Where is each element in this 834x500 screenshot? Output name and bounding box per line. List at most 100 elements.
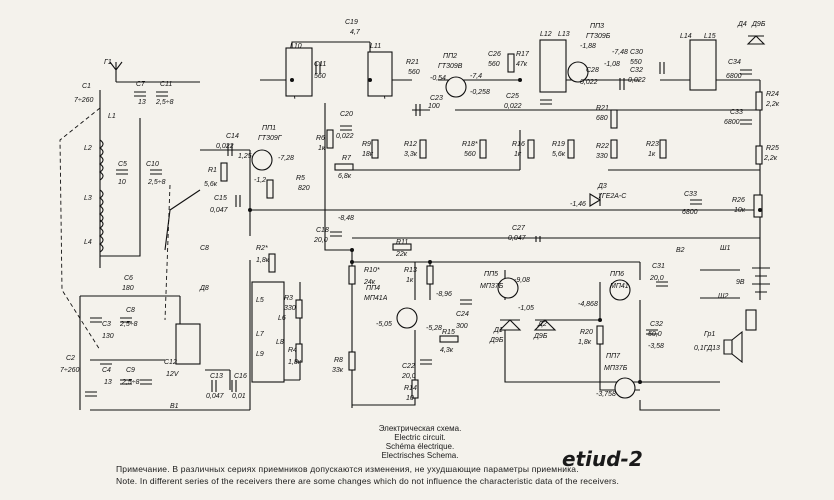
label-c7-value: 13 xyxy=(138,99,146,106)
label-c14: C14 xyxy=(226,133,239,140)
brand-logo: etiud-2 xyxy=(562,447,643,471)
label-d2-type: Д9Б xyxy=(533,333,548,340)
wiring xyxy=(79,41,761,411)
label-c25-value: 0,022 xyxy=(504,103,522,110)
label-sh2: Ш2 xyxy=(718,293,728,300)
label-v188: -1,88 xyxy=(580,43,596,50)
label-r17: R17 xyxy=(516,51,530,58)
label-v4868: -4,868 xyxy=(578,301,598,308)
label-pp7: ПП7 xyxy=(606,353,621,360)
label-c10: C10 xyxy=(146,161,159,168)
label-c15-value: 0,047 xyxy=(210,207,229,214)
label-d2: Д2 xyxy=(537,321,547,328)
label-r21-value: 560 xyxy=(408,69,420,76)
label-r4: R4 xyxy=(288,347,297,354)
label-c2: C2 xyxy=(66,355,75,362)
label-l13: L13 xyxy=(558,31,570,38)
label-c10-value: 2,5÷8 xyxy=(147,179,166,186)
label-v105: -1,05 xyxy=(518,305,534,312)
label-c9-value: 2,5÷8 xyxy=(121,379,140,386)
label-r11-value: 22к xyxy=(395,251,408,258)
label-d3: Д3 xyxy=(597,183,607,190)
label-c7: C7 xyxy=(136,81,146,88)
label-pp4: ПП4 xyxy=(366,285,380,292)
label-c14-value: 0,022 xyxy=(216,143,234,150)
label-gr1: Гр1 xyxy=(704,331,715,338)
label-r14: R14 xyxy=(404,385,417,392)
label-c4-value: 13 xyxy=(104,379,112,386)
label-c25: C25 xyxy=(506,93,519,100)
label-c18: C18 xyxy=(316,227,329,234)
label-v528: -5,28 xyxy=(426,325,442,332)
label-v74: -7,4 xyxy=(470,73,482,80)
label-d3-type: 7ГЕ2А-С xyxy=(598,193,627,200)
label-c22: C22 xyxy=(402,363,415,370)
label-r6-value: 1к xyxy=(318,145,326,152)
label-l9: L9 xyxy=(256,351,264,358)
label-r18: R18* xyxy=(462,141,478,148)
label-pp3-type: ГТ309Б xyxy=(586,33,611,40)
label-c32b-value: 50,0 xyxy=(648,331,662,338)
label-r16: R16 xyxy=(512,141,525,148)
caption-fr: Schéma électrique. xyxy=(385,442,455,451)
label-c9: C9 xyxy=(126,367,135,374)
label-r1: R1 xyxy=(208,167,217,174)
label-r16-value: 1к xyxy=(514,151,522,158)
component-labels: Г1 C1 7÷260 C7 13 C11 2,5÷8 L1 L2 L3 L4 … xyxy=(60,19,780,410)
label-r4-value: 1,8к xyxy=(288,359,302,366)
label-c33-value: 6800 xyxy=(724,119,740,126)
label-v848: -8,48 xyxy=(338,215,354,222)
label-c2-value: 7÷260 xyxy=(60,367,80,374)
label-l4: L4 xyxy=(84,239,92,246)
label-r3: R3 xyxy=(284,295,293,302)
label-g1: Г1 xyxy=(104,59,112,66)
label-c12-value: 12V xyxy=(166,371,180,378)
label-l5: L5 xyxy=(256,297,264,304)
label-r12-value: 3,3к xyxy=(404,151,418,158)
label-r13-value: 1к xyxy=(406,277,414,284)
label-c23-value: 100 xyxy=(428,103,440,110)
label-r3-value: 330 xyxy=(284,305,296,312)
label-r20-value: 1,8к xyxy=(578,339,592,346)
caption-en: Electric circuit. xyxy=(394,433,446,442)
label-r7: R7 xyxy=(342,155,352,162)
label-d1: Д1 xyxy=(493,327,503,334)
label-gr1-type: 0,1ГД13 xyxy=(694,345,720,352)
label-r7-value: 6,8к xyxy=(338,173,352,180)
components xyxy=(85,35,770,399)
label-c34-value: 6800 xyxy=(726,73,742,80)
label-c19: C19 xyxy=(345,19,358,26)
caption-de: Electrisches Schema. xyxy=(381,451,459,460)
label-v358: -3,58 xyxy=(648,343,664,350)
label-l7: L7 xyxy=(256,331,265,338)
label-v2: В2 xyxy=(676,247,685,254)
label-c1-value: 7÷260 xyxy=(74,97,94,104)
label-v258: -0,258 xyxy=(470,89,490,96)
label-r8-value: 33к xyxy=(332,367,344,374)
caption-ru: Электрическая схема. xyxy=(378,424,462,433)
label-c32-value: 0,022 xyxy=(628,77,646,84)
label-c27-value: 0,047 xyxy=(508,235,527,242)
label-pp1: ПП1 xyxy=(262,125,276,132)
label-c8: C8 xyxy=(200,245,209,252)
label-c32: C32 xyxy=(630,67,643,74)
label-c31-value: 20,0 xyxy=(649,275,664,282)
label-b1: В1 xyxy=(170,403,179,410)
label-r11: R11 xyxy=(396,239,408,246)
label-r9: R9 xyxy=(362,141,371,148)
label-c16-value: 0,01 xyxy=(232,393,246,400)
label-r24-value: 2,2к xyxy=(765,101,780,108)
label-c12: C12 xyxy=(164,359,177,366)
label-r25-value: 2,2к xyxy=(763,155,778,162)
label-pp6-type: МП41 xyxy=(610,283,629,290)
label-v896: -8,96 xyxy=(436,291,452,298)
label-c6: C6 xyxy=(124,275,133,282)
label-r17-value: 47к xyxy=(516,61,528,68)
label-l1: L1 xyxy=(108,113,116,120)
label-c6-value: 180 xyxy=(122,285,134,292)
label-v908: -9,08 xyxy=(514,277,530,284)
label-r2-value: 1,8к xyxy=(256,257,270,264)
label-c33b-value: 6800 xyxy=(682,209,698,216)
label-l8: L8 xyxy=(276,339,284,346)
label-r13: R13 xyxy=(404,267,417,274)
